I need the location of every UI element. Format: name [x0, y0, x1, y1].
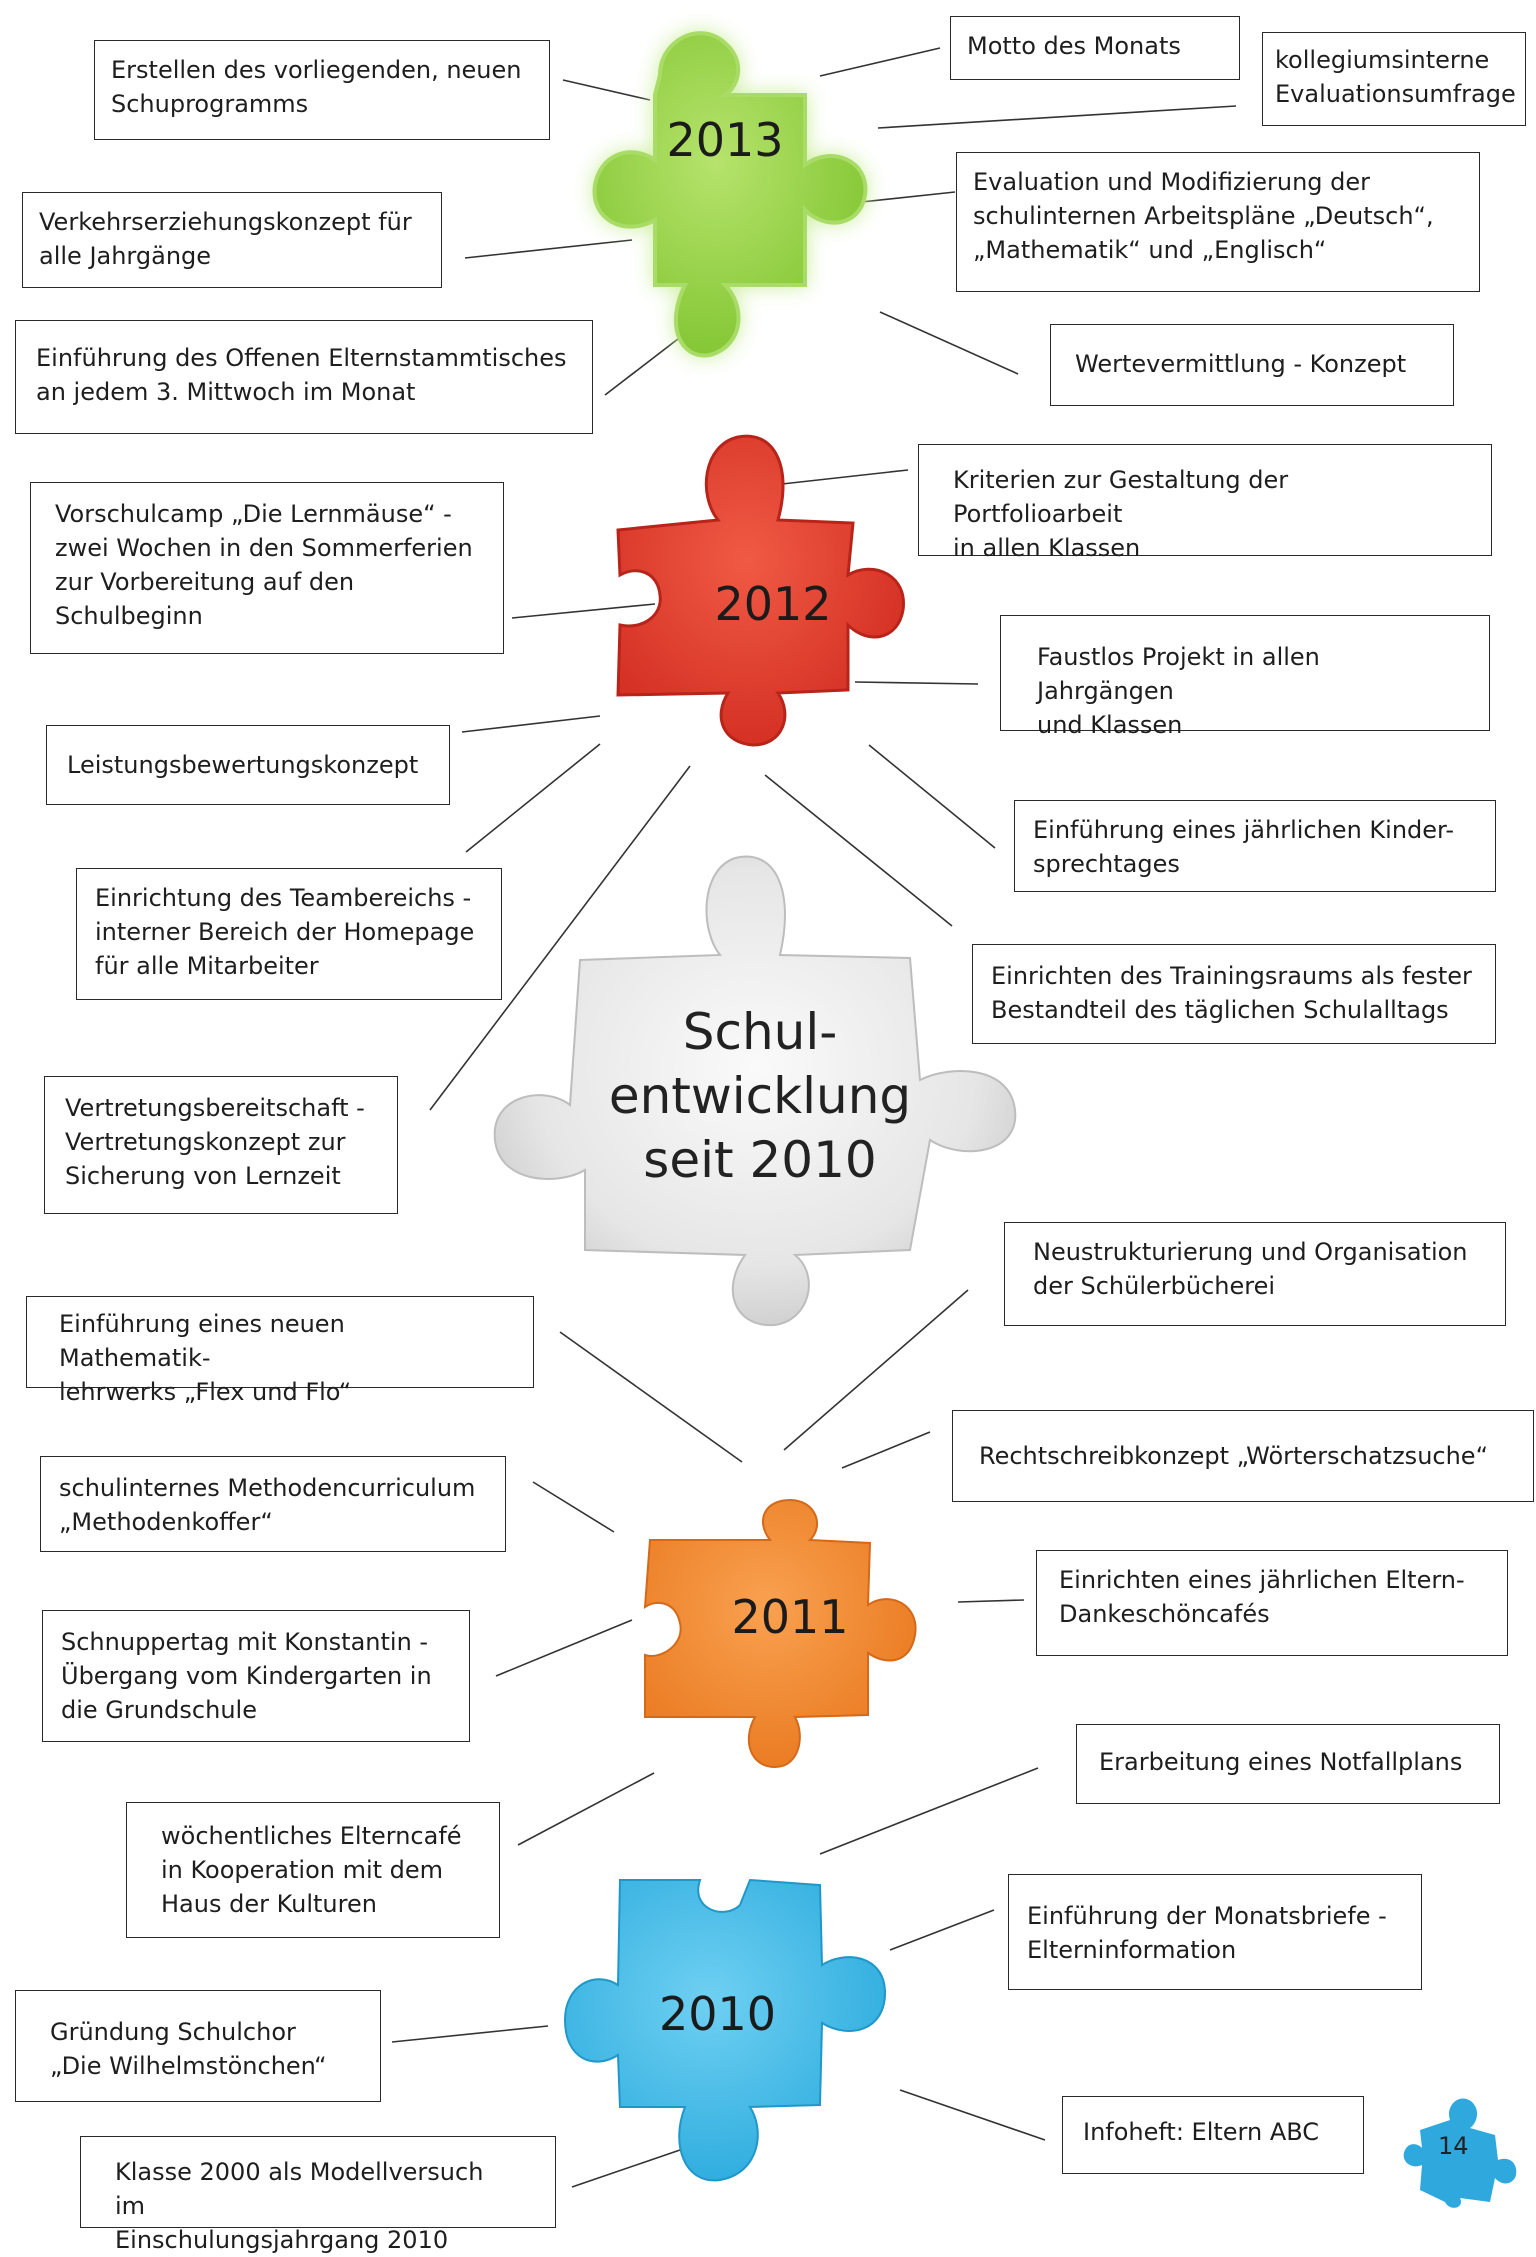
connector-line: [899, 2089, 1046, 2141]
puzzle-piece-2010: 2010: [560, 1875, 905, 2190]
puzzle-piece-2011: 2011: [630, 1495, 920, 1775]
item-box: Kriterien zur Gestaltung der Portfolioar…: [918, 444, 1492, 562]
item-box: Motto des Monats: [950, 16, 1240, 80]
connector-line: [854, 681, 979, 685]
item-box: Klasse 2000 als Modellversuch im Einschu…: [80, 2136, 556, 2254]
item-box: wöchentliches Elterncafé in Kooperation …: [126, 1802, 500, 1938]
connector-line: [429, 765, 691, 1111]
connector-line: [783, 1289, 969, 1451]
item-box: Verkehrserziehungskonzept für alle Jahrg…: [22, 192, 442, 288]
item-box: kollegiumsinterne Evaluationsumfrage: [1262, 32, 1526, 126]
connector-line: [517, 1772, 655, 1846]
item-box: Einrichten des Trainingsraums als fester…: [972, 944, 1496, 1044]
item-box: Rechtschreibkonzept „Wörterschatzsuche“: [952, 1410, 1534, 1502]
connector-line: [868, 744, 996, 849]
connector-line: [879, 311, 1019, 375]
connector-line: [461, 715, 601, 733]
item-box: Einführung der Monatsbriefe - Elterninfo…: [1008, 1874, 1422, 1990]
item-box: Vertretungsbereitschaft - Vertretungskon…: [44, 1076, 398, 1214]
item-box: Einrichtung des Teambereichs - interner …: [76, 868, 502, 1000]
connector-line: [571, 2149, 681, 2188]
item-box: Neustrukturierung und Organisation der S…: [1004, 1222, 1506, 1326]
page-number-puzzle-piece: [1400, 2090, 1520, 2210]
item-box: Vorschulcamp „Die Lernmäuse“ - zwei Woch…: [30, 482, 504, 654]
puzzle-piece-2013: 2013: [585, 15, 885, 380]
connector-line: [957, 1599, 1025, 1603]
connector-line: [465, 743, 601, 853]
connector-line: [889, 1909, 995, 1951]
item-box: Leistungsbewertungskonzept: [46, 725, 450, 805]
item-box: Erstellen des vorliegenden, neuen Schupr…: [94, 40, 550, 140]
item-box: Einrichten eines jährlichen Eltern- Dank…: [1036, 1550, 1508, 1656]
year-label: 2011: [731, 1590, 849, 1644]
connector-line: [819, 47, 941, 77]
item-box: Schnuppertag mit Konstantin - Übergang v…: [42, 1610, 470, 1742]
connector-line: [511, 603, 656, 619]
item-box: Evaluation und Modifizierung der schulin…: [956, 152, 1480, 292]
puzzle-piece-2012: 2012: [598, 425, 908, 755]
item-box: Faustlos Projekt in allen Jahrgängen und…: [1000, 615, 1490, 739]
connector-line: [559, 1331, 743, 1463]
item-box: Infoheft: Eltern ABC: [1062, 2096, 1364, 2174]
center-puzzle-piece: Schul- entwicklung seit 2010: [490, 850, 1030, 1340]
connector-line: [532, 1481, 615, 1533]
connector-line: [562, 79, 651, 101]
connector-line: [391, 2025, 549, 2043]
connector-line: [464, 239, 633, 259]
connector-line: [841, 1431, 931, 1469]
year-label: 2010: [658, 1987, 777, 2041]
item-box: Einführung eines neuen Mathematik- lehrw…: [26, 1296, 534, 1406]
item-box: Gründung Schulchor „Die Wilhelmstönchen“: [15, 1990, 381, 2102]
connector-line: [772, 469, 909, 486]
item-box: Einführung eines jährlichen Kinder- spre…: [1014, 800, 1496, 892]
connector-line: [877, 105, 1237, 129]
item-box: Einführung des Offenen Elternstammtische…: [15, 320, 593, 434]
connector-line: [764, 774, 953, 927]
item-box: schulinternes Methodencurriculum „Method…: [40, 1456, 506, 1552]
connector-line: [495, 1619, 633, 1677]
year-label: 2013: [666, 113, 784, 167]
connector-line: [819, 1767, 1039, 1855]
item-box: Erarbeitung eines Notfallplans: [1076, 1724, 1500, 1804]
page-number: 14: [1438, 2132, 1469, 2160]
center-title: Schul- entwicklung seit 2010: [608, 1003, 912, 1189]
item-box: Wertevermittlung - Konzept: [1050, 324, 1454, 406]
year-label: 2012: [714, 577, 832, 631]
